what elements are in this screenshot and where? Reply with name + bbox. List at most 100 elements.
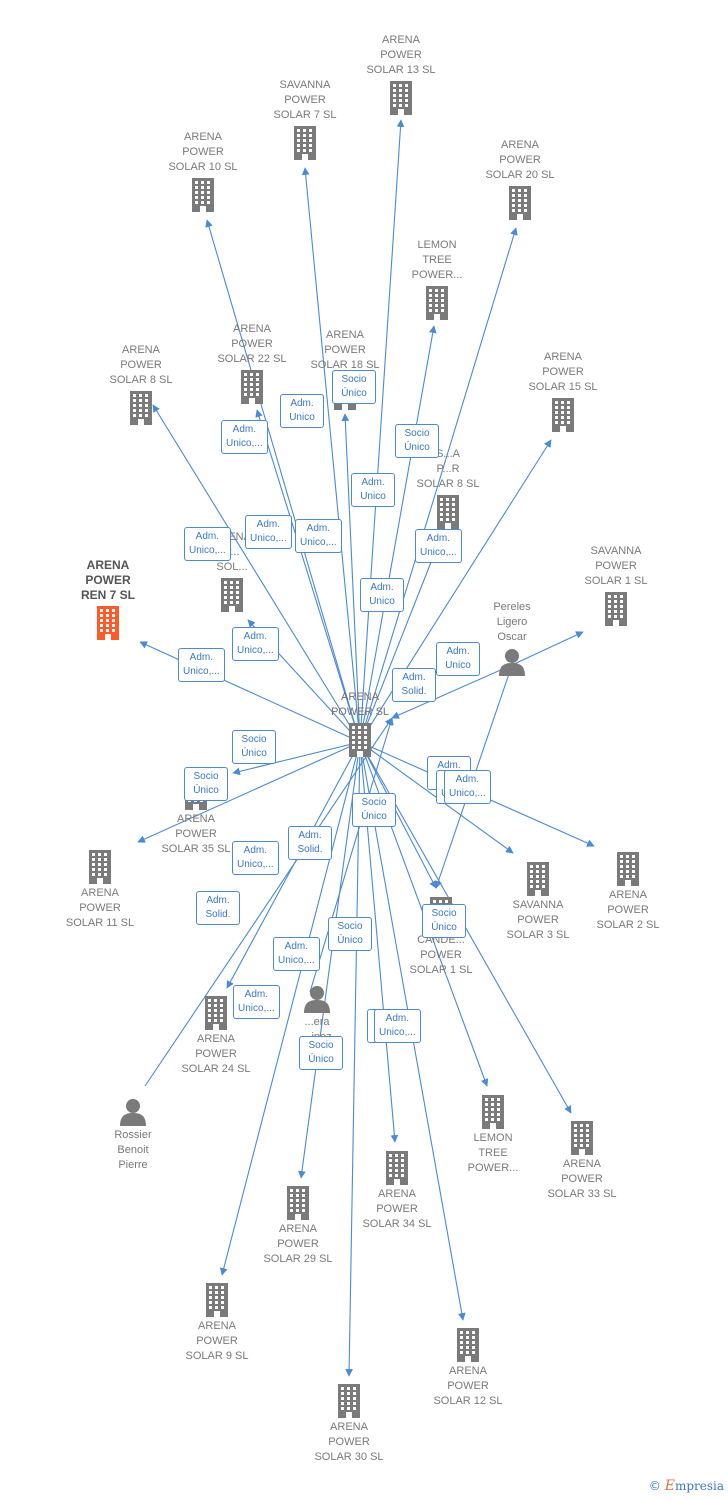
edge-arena-power-sl-solar8 (152, 404, 361, 743)
edge-label[interactable]: Adm. Unico,... (233, 985, 280, 1019)
edge-label[interactable]: Adm. Unico (436, 642, 480, 676)
building-icon (206, 1283, 228, 1317)
edge-label[interactable]: Adm. Unico,... (444, 770, 491, 804)
building-icon (527, 862, 549, 896)
edge-arena-power-sl-solar35 (232, 741, 361, 776)
edge-label[interactable]: Socio Único (184, 767, 228, 801)
edge-label[interactable]: Socio Único (422, 904, 466, 938)
edge-arena-power-sl-solar13 (359, 119, 405, 743)
node-savanna1[interactable]: SAVANNA POWER SOLAR 1 SL (556, 544, 676, 626)
node-arena-power-sl[interactable]: ARENA POWER SL (300, 690, 420, 757)
node-pereles[interactable]: Pereles Ligero Oscar (452, 600, 572, 676)
node-solar20[interactable]: ARENA POWER SOLAR 20 SL (460, 138, 580, 220)
building-icon (509, 186, 531, 220)
node-savanna3[interactable]: SAVANNA POWER SOLAR 3 SL (478, 862, 598, 943)
node-solar9[interactable]: ARENA POWER SOLAR 9 SL (157, 1283, 277, 1364)
node-lemon1[interactable]: LEMON TREE POWER... (377, 238, 497, 320)
node-label: ARENA POWER SOLAR 30 SL (314, 1421, 384, 1463)
building-icon (437, 495, 459, 529)
edge-label[interactable]: Socio Único (299, 1036, 343, 1070)
node-solar30[interactable]: ARENA POWER SOLAR 30 SL (289, 1384, 409, 1465)
edge-label[interactable]: Adm. Solid. (288, 826, 332, 860)
node-label: S...A P...R SOLAR 8 SL (416, 448, 480, 490)
edge-label[interactable]: Socio Único (332, 370, 376, 404)
building-icon (97, 606, 119, 640)
edge-label[interactable]: Adm. Solid. (196, 891, 240, 925)
building-icon (571, 1121, 593, 1155)
node-solar11[interactable]: ARENA POWER SOLAR 11 SL (40, 850, 160, 931)
building-icon (221, 578, 243, 612)
person-icon (499, 649, 525, 676)
node-lemon2[interactable]: LEMON TREE POWER... (433, 1095, 553, 1176)
edge-label[interactable]: Socio Único (232, 730, 276, 764)
edge-label[interactable]: Socio Único (395, 424, 439, 458)
node-label: LEMON TREE POWER... (467, 1132, 519, 1174)
node-solar34[interactable]: ARENA POWER SOLAR 34 SL (337, 1151, 457, 1232)
edge-label[interactable]: Adm. Solid. (392, 668, 436, 702)
edge-arena-power-sl-savanna8 (359, 536, 443, 743)
edge-label[interactable]: Socio Único (328, 917, 372, 951)
brand-name: mpresia (674, 1479, 724, 1493)
edge-arena-power-sl-solar18 (341, 413, 361, 743)
node-solar8[interactable]: ARENA POWER SOLAR 8 SL (81, 343, 201, 425)
node-solar35[interactable]: ARENA POWER SOLAR 35 SL (136, 776, 256, 857)
building-icon (89, 850, 111, 884)
node-savanna8[interactable]: S...A P...R SOLAR 8 SL (388, 447, 508, 529)
node-label: ARENA POWER SOLAR 15 SL (528, 351, 598, 393)
edge-arena-power-sl-solar22 (255, 409, 361, 743)
node-solar33[interactable]: ARENA POWER SOLAR 33 SL (522, 1121, 642, 1202)
node-label: ARENA POWER SOLAR 12 SL (433, 1365, 503, 1407)
edge-label[interactable]: Adm. Unico,... (221, 420, 268, 454)
node-label: ARENA POWER REN 7 SL (80, 558, 135, 602)
edge-label[interactable]: Adm. Unico (351, 473, 395, 507)
edge-arena-power-sl-candela1 (359, 741, 437, 889)
node-rossier[interactable]: Rossier Benoit Pierre (73, 1098, 193, 1173)
building-icon (426, 286, 448, 320)
node-solar10[interactable]: ARENA POWER SOLAR 10 SL (143, 130, 263, 212)
node-solar24[interactable]: ARENA POWER SOLAR 24 SL (156, 996, 276, 1077)
edge-label[interactable]: Adm. Unico,... (232, 627, 279, 661)
node-label: SAVANNA POWER SOLAR 3 SL (506, 899, 570, 941)
edge-label[interactable]: Adm. Unico,... (374, 1009, 421, 1043)
node-label: LEMON TREE POWER... (411, 239, 463, 281)
building-icon (294, 126, 316, 160)
edge-label[interactable]: Adm. Unico,... (178, 648, 225, 682)
node-label: CANDE... POWER SOLAR 1 SL (409, 934, 473, 976)
node-savanna7[interactable]: SAVANNA POWER SOLAR 7 SL (245, 78, 365, 160)
building-icon (552, 398, 574, 432)
node-label: ARENA POWER SL (330, 691, 390, 718)
building-icon (390, 81, 412, 115)
building-icon (241, 370, 263, 404)
node-solar29[interactable]: ARENA POWER SOLAR 29 SL (238, 1186, 358, 1267)
building-icon (338, 1384, 360, 1418)
node-solar12[interactable]: ARENA POWER SOLAR 12 SL (408, 1328, 528, 1409)
edge-pablo-arena-power-sl (309, 717, 394, 993)
edge-label[interactable]: Socio Único (352, 793, 396, 827)
edge-label[interactable]: Adm. Unico (280, 394, 324, 428)
node-label: Pereles Ligero Oscar (493, 601, 531, 643)
edge-label[interactable]: Adm. Unico,... (415, 529, 462, 563)
person-icon (304, 986, 330, 1013)
copyright-icon: © (648, 1479, 661, 1493)
building-icon (287, 1186, 309, 1220)
node-label: ARENA POWER SOLAR 33 SL (547, 1158, 617, 1200)
edge-label[interactable]: Adm. Unico,... (295, 519, 342, 553)
edge-label[interactable]: Adm. Unico,... (245, 515, 292, 549)
node-solar2[interactable]: ARENA POWER SOLAR 2 SL (568, 852, 688, 933)
building-icon (192, 178, 214, 212)
node-solar15[interactable]: ARENA POWER SOLAR 15 SL (503, 350, 623, 432)
node-solar22[interactable]: ARENA POWER SOLAR 22 SL (192, 322, 312, 404)
edge-label[interactable]: Adm. Unico,... (184, 527, 231, 561)
building-icon (205, 996, 227, 1030)
node-solar13[interactable]: ARENA POWER SOLAR 13 SL (341, 33, 461, 115)
node-label: ARENA POWER SOLAR 2 SL (596, 889, 660, 931)
building-icon (349, 723, 371, 757)
building-icon (482, 1095, 504, 1129)
edge-arena-power-sl-solar20 (359, 227, 518, 743)
node-label: ARENA POWER SOLAR 35 SL (161, 813, 231, 855)
edge-label[interactable]: Adm. Unico,... (232, 841, 279, 875)
node-label: ARENA POWER SOLAR 13 SL (366, 34, 436, 76)
edge-label[interactable]: Adm. Unico,... (273, 937, 320, 971)
edge-label[interactable]: Adm. Unico (360, 578, 404, 612)
node-ren7[interactable]: ARENA POWER REN 7 SL (48, 558, 168, 640)
